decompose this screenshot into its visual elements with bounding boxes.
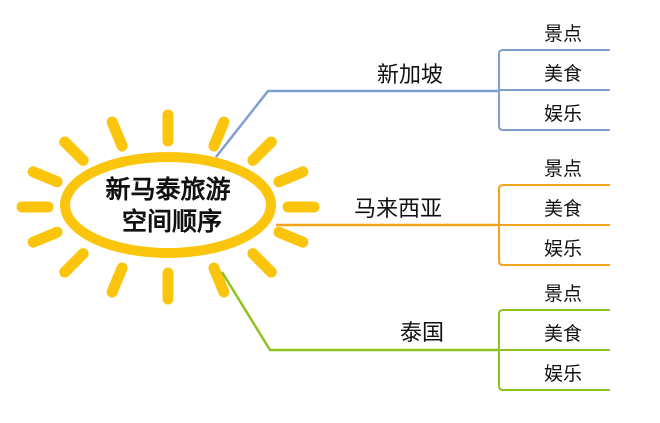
- sun-ray: [247, 136, 277, 166]
- branch-line: [215, 89, 499, 158]
- branch-label: 马来西亚: [354, 197, 442, 222]
- branch-line: [220, 271, 499, 352]
- leaf-entertainment: 娱乐: [544, 238, 582, 260]
- leaf-scenery: 景点: [544, 23, 582, 45]
- leaf-food: 美食: [544, 323, 582, 345]
- bracket: [498, 49, 610, 131]
- branch-singapore[interactable]: 新加坡 景点 美食 娱乐: [215, 23, 610, 158]
- sun-rays: [16, 109, 320, 305]
- bracket: [498, 184, 610, 266]
- sun-ray: [106, 116, 128, 152]
- branch-label: 泰国: [400, 321, 444, 346]
- sun-ray: [27, 166, 63, 188]
- branch-label: 新加坡: [377, 63, 443, 88]
- sun-ray: [27, 226, 63, 248]
- sun-ray: [208, 116, 230, 152]
- branch-malaysia[interactable]: 马来西亚 景点 美食 娱乐: [276, 158, 610, 266]
- sun-ray: [273, 166, 309, 188]
- sun-ray: [59, 136, 89, 166]
- sun-ray: [59, 248, 89, 278]
- leaf-scenery: 景点: [544, 283, 582, 305]
- sun-ellipse: [60, 152, 276, 258]
- leaf-food: 美食: [544, 63, 582, 85]
- center-title-line2: 空间顺序: [122, 207, 222, 236]
- leaf-scenery: 景点: [544, 158, 582, 180]
- bracket: [498, 309, 610, 391]
- leaf-food: 美食: [544, 198, 582, 220]
- branch-thailand[interactable]: 泰国 景点 美食 娱乐: [220, 271, 610, 391]
- leaf-entertainment: 娱乐: [544, 103, 582, 125]
- sun-ray: [247, 248, 277, 278]
- leaf-entertainment: 娱乐: [544, 363, 582, 385]
- sun-ray: [273, 226, 309, 248]
- sun-ray: [208, 262, 230, 298]
- center-title-line1: 新马泰旅游: [105, 175, 230, 204]
- sun-ray: [106, 262, 128, 298]
